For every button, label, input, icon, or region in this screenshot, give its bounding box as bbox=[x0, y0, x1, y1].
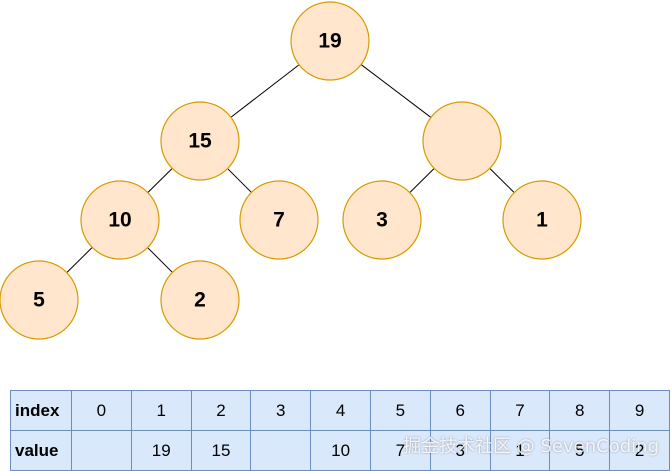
tree-node-circle bbox=[502, 180, 582, 260]
heap-array-table: index 0 1 2 3 4 5 6 7 8 9 value 19 15 10… bbox=[10, 390, 670, 471]
tree-node-circle bbox=[239, 180, 319, 260]
tree-edge-n10-n5 bbox=[66, 247, 93, 273]
tree-node-label: 2 bbox=[194, 289, 206, 312]
value-cell: 5 bbox=[549, 430, 611, 471]
tree-node-label: 5 bbox=[33, 289, 45, 312]
tree-edge-n15-n7 bbox=[227, 168, 252, 193]
tree-node-n1: 1 bbox=[502, 180, 582, 260]
tree-node-n3: 3 bbox=[342, 180, 422, 260]
value-row: value 19 15 10 7 3 1 5 2 bbox=[10, 430, 670, 471]
tree-node-n10: 10 bbox=[80, 180, 160, 260]
tree-node-label: 19 bbox=[318, 30, 341, 53]
tree-edge-n10-n2 bbox=[147, 247, 173, 273]
tree-node-nblank bbox=[422, 101, 502, 181]
value-cell bbox=[71, 430, 132, 471]
tree-node-circle bbox=[0, 260, 79, 340]
index-cell: 4 bbox=[310, 390, 371, 431]
value-cell: 7 bbox=[369, 430, 431, 471]
index-cell: 6 bbox=[429, 390, 491, 431]
index-row: index 0 1 2 3 4 5 6 7 8 9 bbox=[10, 390, 670, 431]
index-cell: 5 bbox=[369, 390, 431, 431]
index-cell: 7 bbox=[489, 390, 551, 431]
tree-node-label: 3 bbox=[376, 209, 388, 232]
tree-node-n19: 19 bbox=[290, 1, 370, 81]
tree-node-circle bbox=[80, 180, 160, 260]
tree-node-circle bbox=[290, 1, 370, 81]
tree-node-n2: 2 bbox=[160, 260, 240, 340]
tree-edges bbox=[66, 64, 515, 273]
tree-node-label: 15 bbox=[188, 130, 212, 153]
value-cell: 3 bbox=[429, 430, 491, 471]
index-cell: 3 bbox=[250, 390, 312, 431]
value-row-label: value bbox=[10, 430, 72, 471]
value-cell: 15 bbox=[190, 430, 252, 471]
tree-node-circle bbox=[160, 101, 240, 181]
tree-edge-nblank-n3 bbox=[409, 168, 435, 193]
tree-node-label: 7 bbox=[273, 209, 285, 232]
value-cell bbox=[250, 430, 312, 471]
tree-node-n7: 7 bbox=[239, 180, 319, 260]
index-cell: 8 bbox=[549, 390, 611, 431]
tree-edge-n19-nblank bbox=[360, 64, 432, 118]
tree-edge-n15-n10 bbox=[147, 168, 173, 193]
tree-node-label: 1 bbox=[536, 209, 548, 232]
index-row-label: index bbox=[10, 390, 72, 431]
index-cell: 2 bbox=[190, 390, 252, 431]
tree-node-label: 10 bbox=[108, 209, 131, 232]
index-cell: 0 bbox=[71, 390, 132, 431]
tree-node-circle bbox=[422, 101, 502, 181]
tree-node-n5: 5 bbox=[0, 260, 79, 340]
value-cell: 1 bbox=[489, 430, 551, 471]
value-cell: 2 bbox=[609, 430, 670, 471]
watermark-text: 掘金技术社区 @ SevenCoding bbox=[403, 436, 659, 457]
tree-edge-nblank-n1 bbox=[489, 168, 515, 193]
tree-node-circle bbox=[160, 260, 240, 340]
tree-node-circle bbox=[342, 180, 422, 260]
index-cell: 1 bbox=[130, 390, 192, 431]
tree-edge-n19-n15 bbox=[230, 64, 300, 118]
value-cell: 19 bbox=[130, 430, 192, 471]
tree-node-n15: 15 bbox=[160, 101, 240, 181]
value-cell: 10 bbox=[310, 430, 371, 471]
index-cell: 9 bbox=[609, 390, 670, 431]
